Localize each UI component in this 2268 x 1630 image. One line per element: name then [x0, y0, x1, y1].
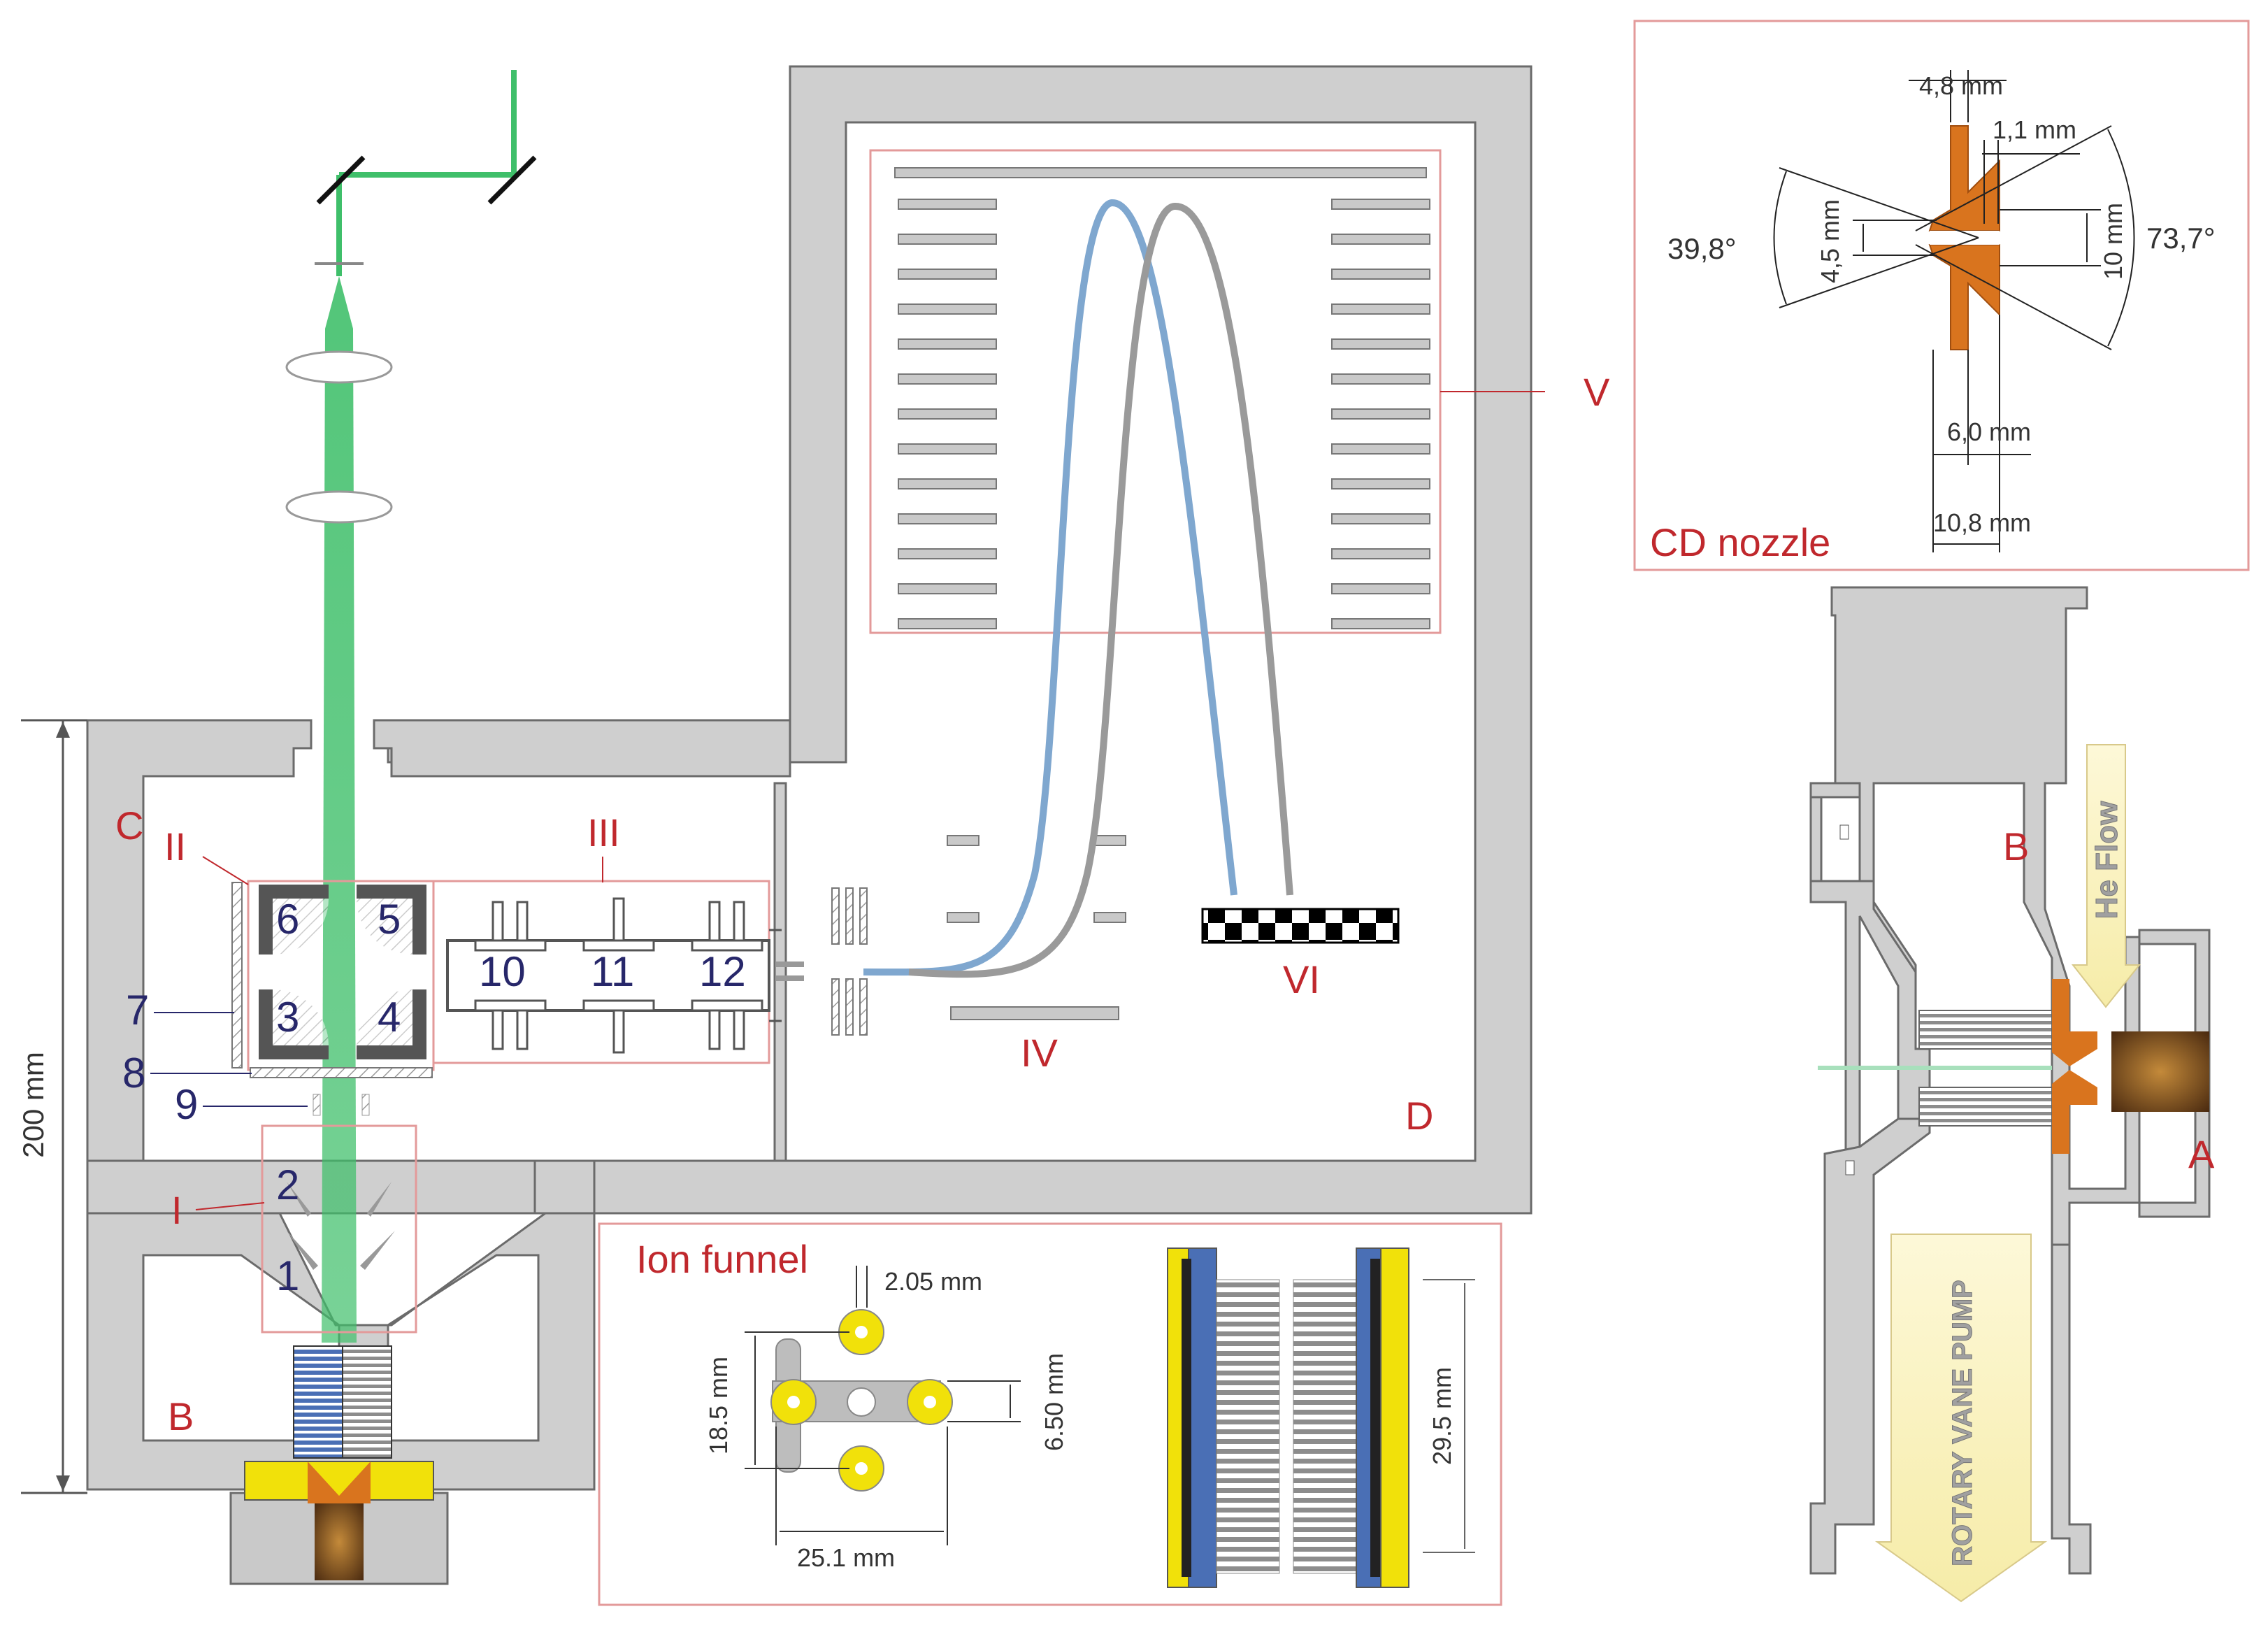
optics [285, 155, 537, 524]
he-flow-label: He Flow [2090, 801, 2124, 919]
stage-iii-ion-guide [432, 880, 782, 1064]
funnel-electrode-plate [770, 1309, 953, 1492]
dim-29-5: 29.5 mm [1428, 1367, 1456, 1465]
reflectron-plate [1331, 548, 1430, 559]
dim-4-5: 4,5 mm [1816, 199, 1844, 283]
angle-73-7: 73,7° [2146, 222, 2216, 255]
reflectron-plate [898, 338, 997, 350]
scale-bar: 200 mm [17, 719, 87, 1494]
dim-4-8: 4,8 mm [1919, 71, 2003, 100]
source-b-label: B [2003, 824, 2029, 868]
reflectron-plate [1331, 303, 1430, 315]
reflectron-plate [1331, 443, 1430, 455]
pump-label: ROTARY VANE PUMP [1947, 1280, 1978, 1566]
reflectron-plate [898, 234, 997, 245]
dim-10: 10 mm [2099, 203, 2127, 280]
reflectron-plate [1331, 373, 1430, 385]
electrode-12: 12 [699, 948, 746, 995]
stage-iii-label: III [587, 810, 620, 855]
stage-iv-label: IV [1021, 1031, 1058, 1075]
angle-39-8: 39,8° [1667, 232, 1737, 265]
cd-nozzle-title: CD nozzle [1650, 520, 1830, 564]
reflectron-plate [898, 583, 997, 594]
source-a-label: A [2188, 1132, 2215, 1176]
electrode-6: 6 [276, 896, 299, 943]
dim-6-0: 6,0 mm [1947, 417, 2031, 446]
ion-funnel-inset: Ion funnel 2.05 m [598, 1222, 1502, 1606]
electrode-11: 11 [591, 948, 634, 995]
electrode-2: 2 [276, 1161, 299, 1208]
reflectron-plate [1331, 269, 1430, 280]
reflectron-plate [898, 269, 997, 280]
reflectron [869, 149, 1545, 634]
reflectron-plate [1331, 234, 1430, 245]
reflectron-plate [898, 513, 997, 524]
reflectron-plate [898, 408, 997, 420]
source-base [229, 1461, 449, 1585]
electrode-9: 9 [175, 1081, 198, 1128]
reflectron-plate [1331, 583, 1430, 594]
electrode-1: 1 [276, 1252, 299, 1299]
electrode-5: 5 [378, 896, 401, 943]
electrode-7: 7 [126, 987, 149, 1034]
reflectron-plate [898, 618, 997, 629]
electrode-4: 4 [378, 994, 401, 1041]
source-cross-section: He Flow ROTARY VANE PUMP B A [1809, 586, 2215, 1603]
funnel-side-view [1167, 1247, 1475, 1588]
stage-iv-plates [947, 835, 1126, 1020]
reflectron-plate [1331, 408, 1430, 420]
chamber-b-label-left: B [168, 1394, 194, 1438]
cd-nozzle-inset: CD nozzle [1633, 20, 2250, 571]
reflectron-plate [1331, 513, 1430, 524]
dim-6-50: 6.50 mm [1040, 1353, 1068, 1451]
laser-beam [322, 70, 517, 1343]
reflectron-plate [898, 199, 997, 210]
reflectron-plate [898, 303, 997, 315]
extraction-lenses [776, 887, 868, 1036]
dim-25-1: 25.1 mm [797, 1543, 895, 1572]
electrode-8: 8 [122, 1050, 145, 1096]
scale-bar-label: 200 mm [17, 1052, 50, 1158]
reflectron-plate [898, 443, 997, 455]
stage-ii-label: II [164, 824, 186, 868]
reflectron-plate [1331, 618, 1430, 629]
chamber-c-label: C [115, 803, 143, 848]
dim-1-1: 1,1 mm [1993, 115, 2076, 144]
reflectron-plate [1331, 199, 1430, 210]
dim-18-5: 18.5 mm [704, 1357, 733, 1454]
dim-2-05: 2.05 mm [884, 1267, 982, 1296]
electrode-10: 10 [479, 948, 526, 995]
stage-v-label: V [1584, 370, 1610, 414]
reflectron-plate [1331, 338, 1430, 350]
stage-i-label: I [171, 1188, 182, 1232]
ion-funnel-title: Ion funnel [636, 1237, 808, 1281]
ion-trajectories [863, 199, 1293, 978]
ion-funnel-stack-left [293, 1345, 392, 1459]
stage-vi-label: VI [1283, 957, 1320, 1001]
reflectron-plate [898, 373, 997, 385]
reflectron-plate [898, 478, 997, 489]
stage-i-electrodes [261, 1094, 417, 1334]
reflectron-plate [898, 548, 997, 559]
reflectron-plate [1331, 478, 1430, 489]
electrode-3: 3 [276, 994, 299, 1041]
detector-vi [1201, 908, 1400, 944]
dim-10-8: 10,8 mm [1933, 508, 2031, 537]
chamber-d-label: D [1405, 1094, 1433, 1138]
